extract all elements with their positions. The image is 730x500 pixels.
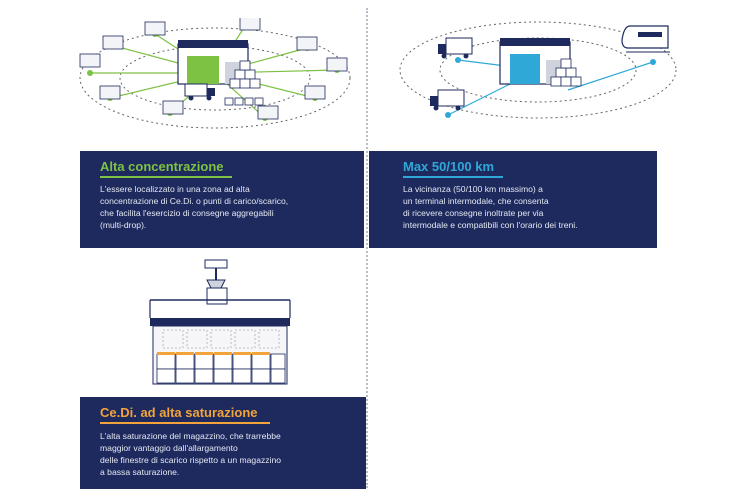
title-underline: [403, 176, 503, 178]
panel-alta-concentrazione: Alta concentrazione L'essere localizzato…: [80, 151, 364, 248]
panel-text-line: che facilita l'esercizio di consegne agg…: [100, 208, 274, 218]
panel-text-line: un terminal intermodale, che consenta: [403, 196, 549, 206]
intermodal-illustration: [399, 21, 677, 119]
panel-text-line: delle finestre di scarico rispetto a un …: [100, 455, 282, 465]
panel-text-line: intermodale e compatibili con l'orario d…: [403, 220, 578, 230]
panel-text-line: (multi-drop).: [100, 220, 147, 230]
panel-title: Ce.Di. ad alta saturazione: [100, 405, 258, 420]
section-divider: [366, 8, 368, 488]
panel-text-line: concentrazione di Ce.Di. o punti di cari…: [100, 196, 289, 206]
panel-alta-saturazione: Ce.Di. ad alta saturazione L'alta satura…: [80, 397, 366, 489]
panel-text-line: L'essere localizzato in una zona ad alta: [100, 184, 250, 194]
warehouse-crane-illustration: [149, 259, 291, 385]
network-illustration: [79, 18, 351, 129]
panel-text-line: di ricevere consegne inoltrate per via: [403, 208, 544, 218]
title-underline: [100, 176, 232, 178]
panel-text-line: maggior vantaggio dall'allargamento: [100, 443, 238, 453]
panel-title: Alta concentrazione: [100, 159, 224, 174]
panel-title: Max 50/100 km: [403, 159, 495, 174]
panel-max-50-100km: Max 50/100 km La vicinanza (50/100 km ma…: [369, 151, 657, 248]
title-underline: [100, 422, 270, 424]
panel-text-line: La vicinanza (50/100 km massimo) a: [403, 184, 543, 194]
panel-text-line: a bassa saturazione.: [100, 467, 180, 477]
panel-text-line: L'alta saturazione del magazzino, che tr…: [100, 431, 281, 441]
